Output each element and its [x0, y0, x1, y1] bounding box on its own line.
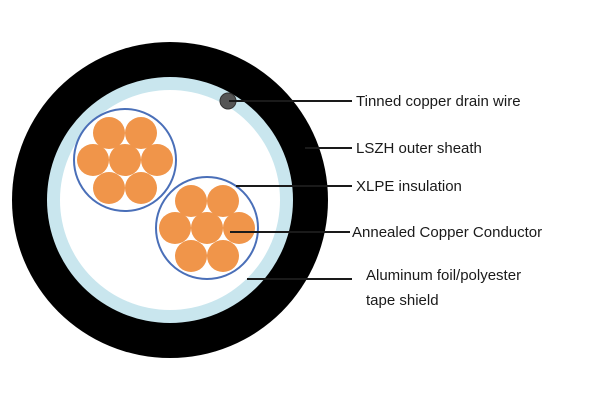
- conductor-group-1: [73, 108, 177, 212]
- label-drain-wire: Tinned copper drain wire: [356, 93, 521, 110]
- strand: [175, 185, 207, 217]
- leader-lines: [229, 100, 352, 280]
- strand: [159, 212, 191, 244]
- conductor-strands-2: [159, 185, 255, 272]
- label-conductor: Annealed Copper Conductor: [352, 224, 542, 241]
- strand: [223, 212, 255, 244]
- strand: [93, 172, 125, 204]
- strand: [191, 212, 223, 244]
- conductor-group-2: [155, 176, 259, 280]
- label-outer-sheath: LSZH outer sheath: [356, 140, 482, 157]
- label-shield-line-1: Aluminum foil/polyester: [366, 267, 521, 284]
- strand: [141, 144, 173, 176]
- label-insulation: XLPE insulation: [356, 178, 462, 195]
- strand: [77, 144, 109, 176]
- strand: [125, 172, 157, 204]
- strand: [109, 144, 141, 176]
- strand: [125, 117, 157, 149]
- strand: [175, 240, 207, 272]
- conductor-strands-1: [77, 117, 173, 204]
- strand: [93, 117, 125, 149]
- label-shield-line-2: tape shield: [366, 292, 439, 309]
- strand: [207, 240, 239, 272]
- strand: [207, 185, 239, 217]
